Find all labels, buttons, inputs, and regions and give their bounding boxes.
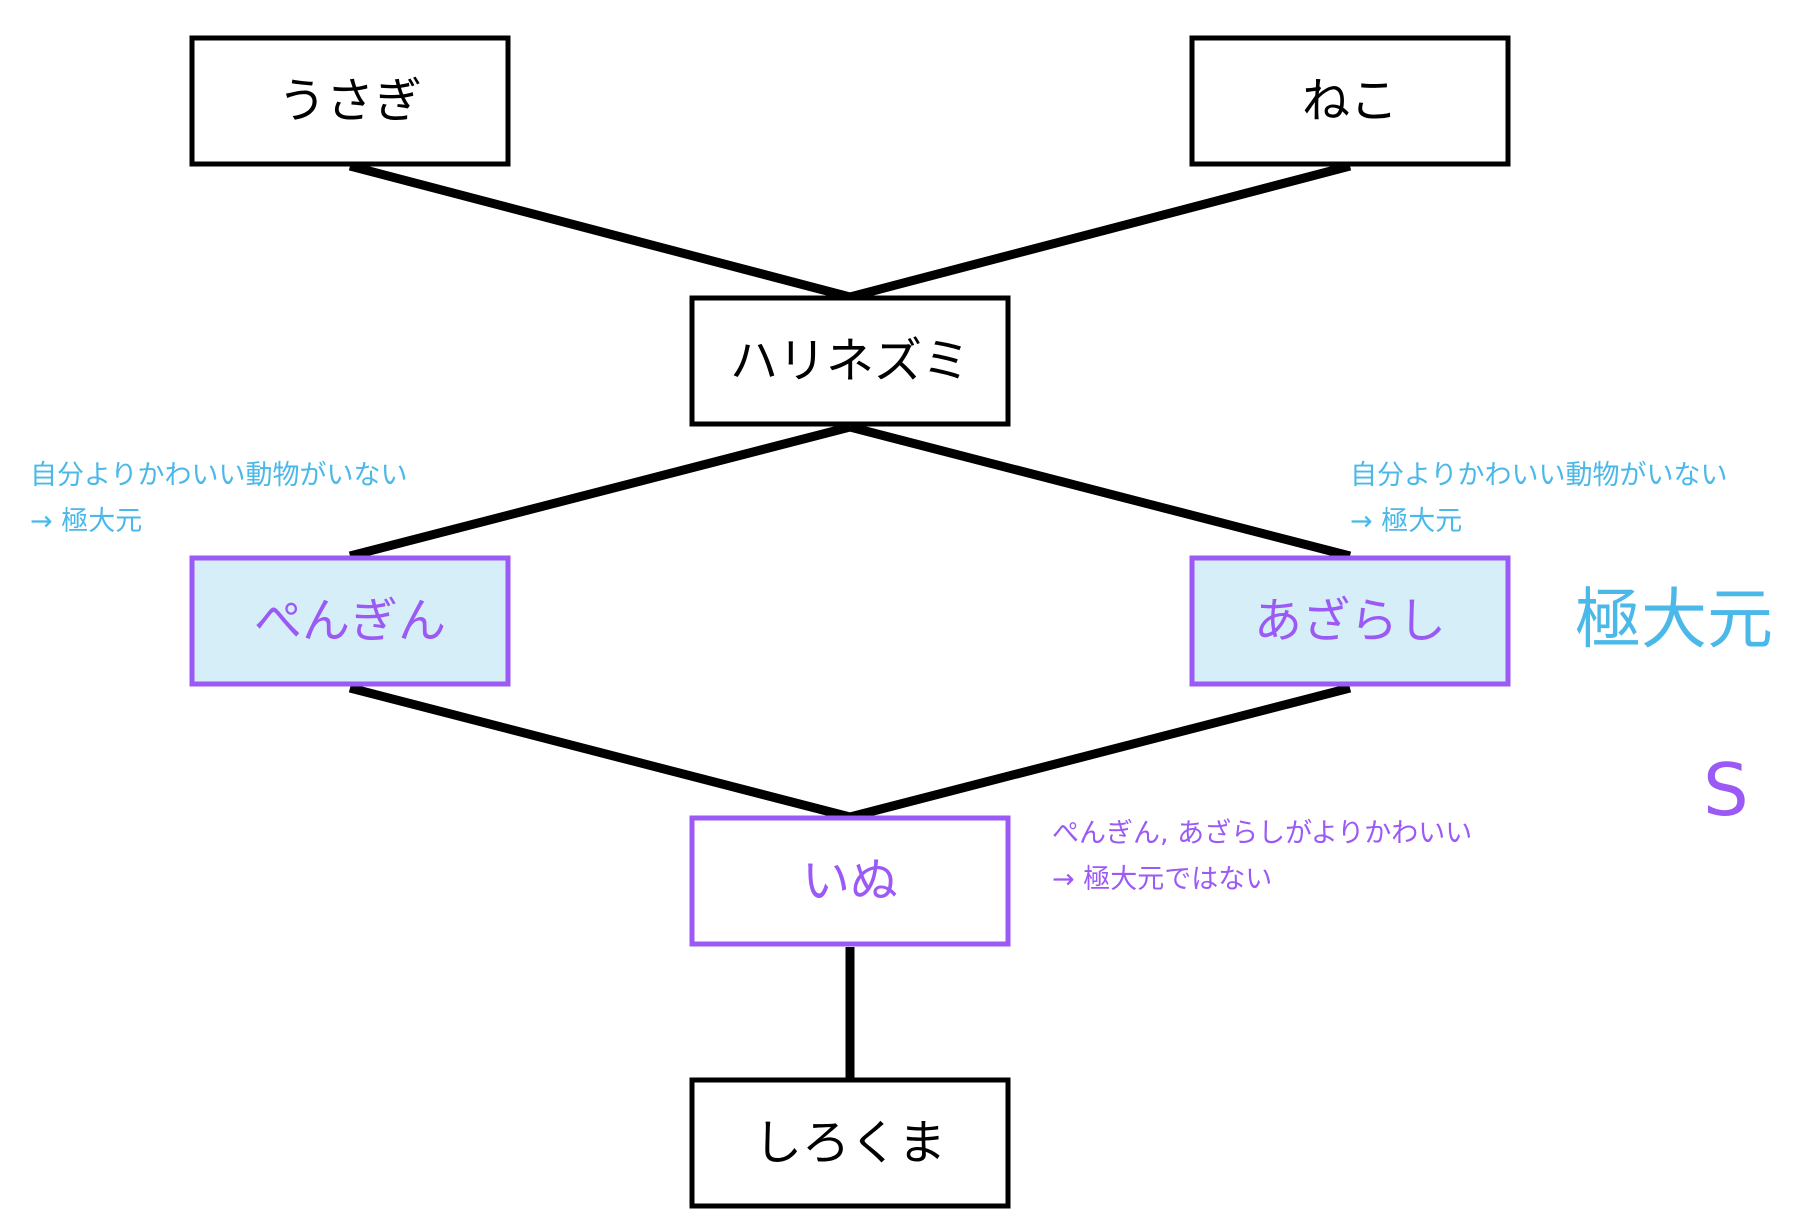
node-shirokuma: しろくま (689, 1077, 1011, 1209)
node-pengin: ぺんぎん (189, 555, 511, 687)
edge-azarashi-inu (848, 683, 1352, 822)
maximal-element-label: 極大元 (1575, 581, 1773, 658)
inu-note-line1: ぺんぎん, あざらしがよりかわいい (1052, 818, 1472, 849)
inu-annotation: ぺんぎん, あざらしがよりかわいい → 極大元ではない (1052, 818, 1472, 895)
node-label-neko: ねこ (1302, 73, 1398, 129)
node-label-harinezumi: ハリネズミ (730, 333, 970, 389)
node-usagi: うさぎ (189, 35, 511, 167)
right-annotation: 自分よりかわいい動物がいない → 極大元 (1350, 460, 1727, 537)
set-s-label: S (1703, 748, 1749, 832)
edge-pengin-inu (348, 683, 852, 822)
node-label-pengin: ぺんぎん (254, 593, 446, 649)
left-note-line2: → 極大元 (30, 506, 142, 537)
edges (348, 161, 1352, 1078)
edge-usagi-harinezumi (348, 161, 852, 302)
edge-harinezumi-azarashi (848, 422, 1352, 561)
inu-note-line2: → 極大元ではない (1052, 864, 1272, 895)
node-label-inu: いぬ (802, 853, 898, 909)
left-note-line1: 自分よりかわいい動物がいない (30, 460, 407, 491)
node-inu: いぬ (689, 815, 1011, 947)
node-label-shirokuma: しろくま (754, 1115, 946, 1171)
node-harinezumi: ハリネズミ (689, 295, 1011, 427)
node-azarashi: あざらし (1189, 555, 1511, 687)
left-annotation: 自分よりかわいい動物がいない → 極大元 (30, 460, 407, 537)
right-note-line2: → 極大元 (1350, 506, 1462, 537)
node-neko: ねこ (1189, 35, 1511, 167)
edge-harinezumi-pengin (348, 422, 852, 561)
edge-neko-harinezumi (848, 161, 1352, 302)
right-note-line1: 自分よりかわいい動物がいない (1350, 460, 1727, 491)
node-label-azarashi: あざらし (1254, 593, 1446, 649)
node-label-usagi: うさぎ (278, 73, 422, 129)
